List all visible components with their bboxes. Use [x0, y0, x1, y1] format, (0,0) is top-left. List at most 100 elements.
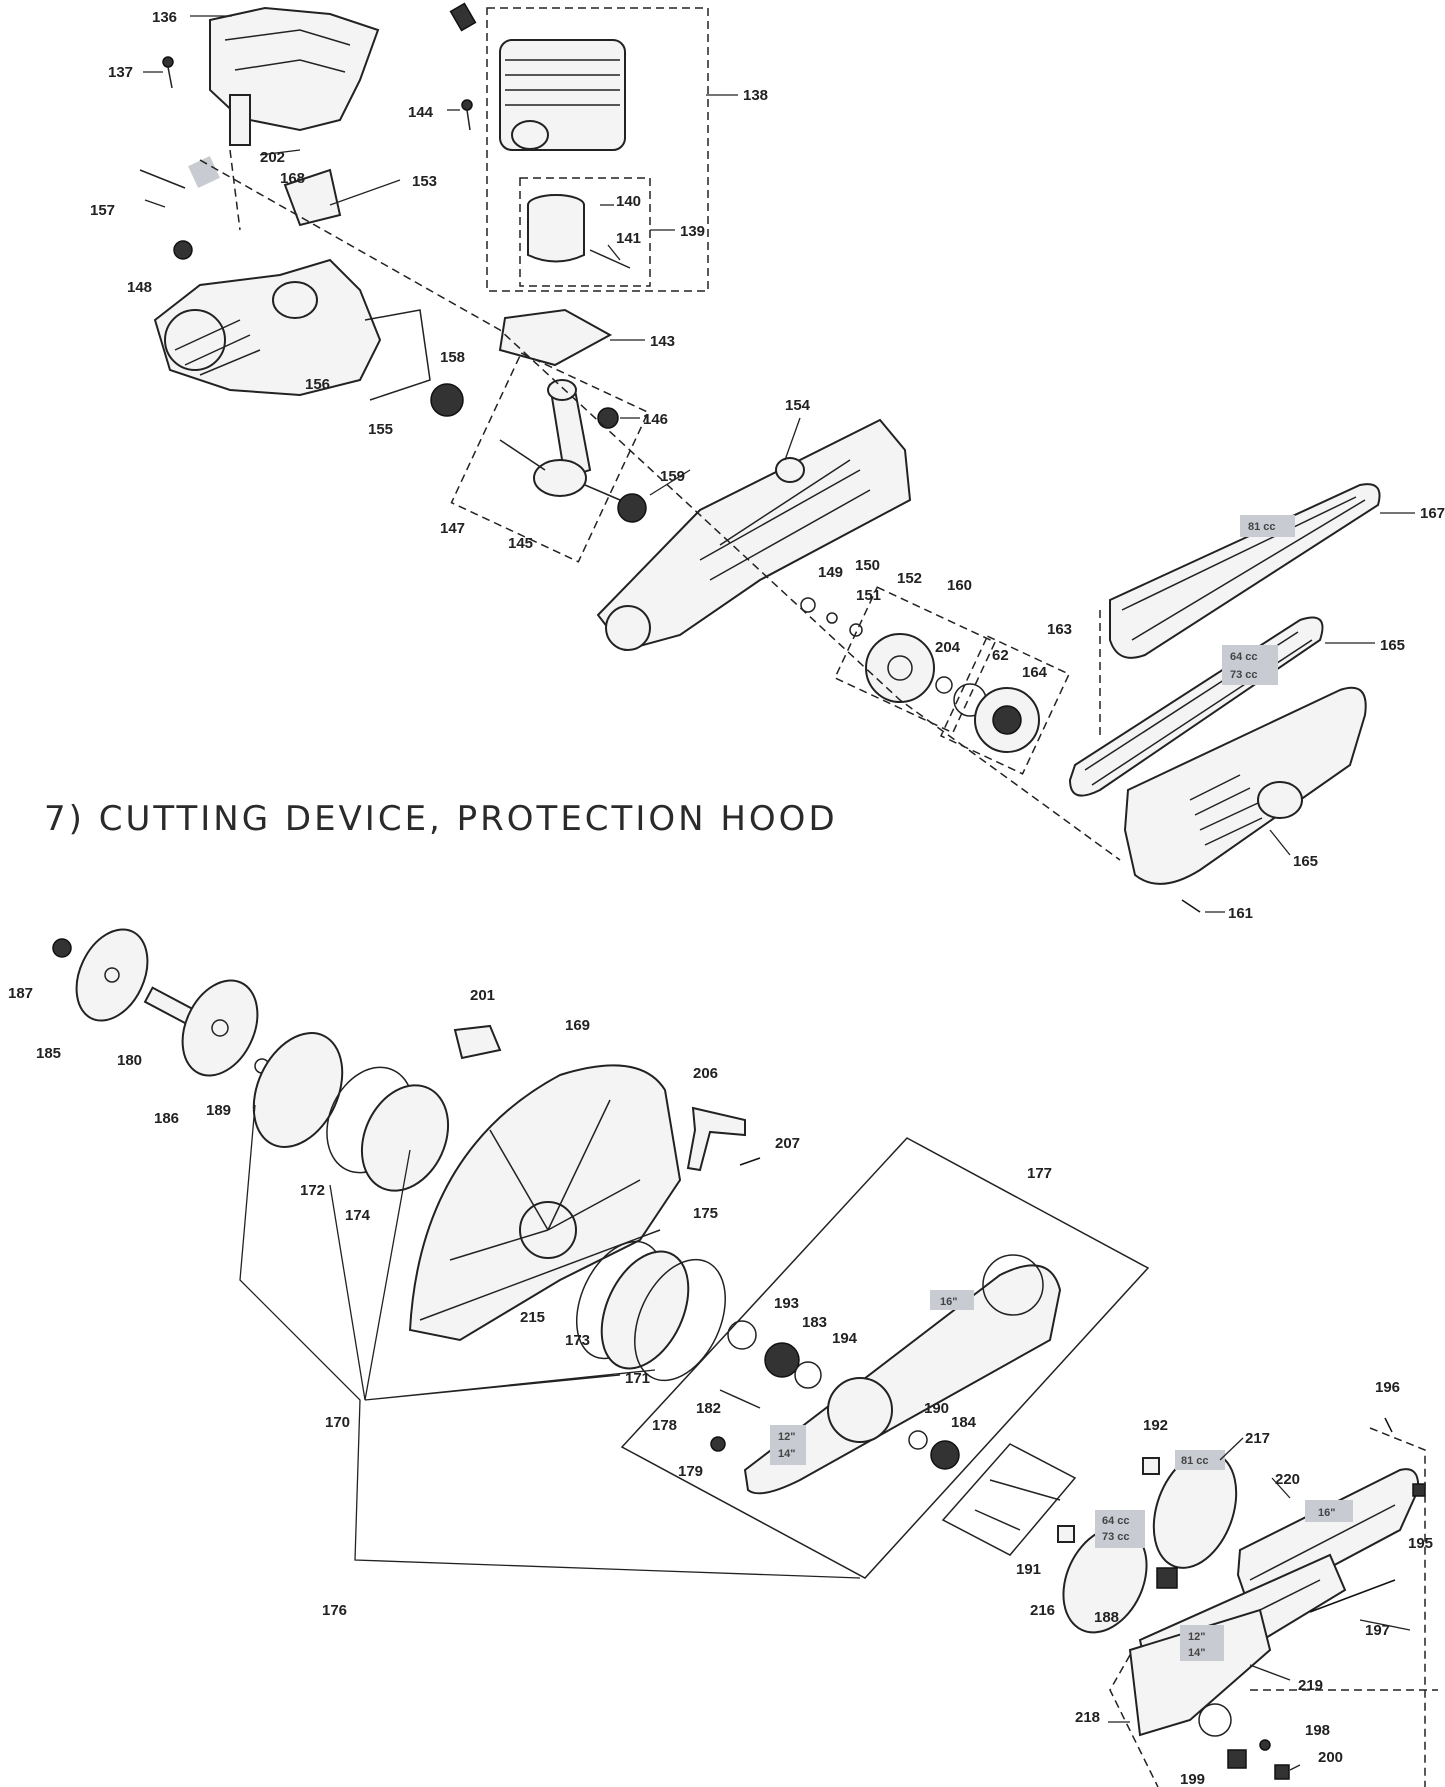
screw-161-part [1181, 899, 1201, 913]
pn-192: 192 [1143, 1417, 1168, 1434]
screw-207-part [739, 1157, 761, 1166]
pulley-81cc-tag-text: 81 cc [1181, 1455, 1209, 1467]
guard-group-box-right [1369, 1427, 1426, 1787]
rod-197-part [1309, 1579, 1396, 1613]
part-numbers-top: 136 137 138 139 140 141 143 144 145 146 … [90, 9, 1445, 922]
bearing-146-part [597, 407, 619, 429]
pn-206: 206 [693, 1065, 718, 1082]
pn-169: 169 [565, 1017, 590, 1034]
pulley-group-box [939, 635, 1071, 775]
belt-64-73cc-tag [1222, 645, 1278, 685]
pn-186: 186 [154, 1110, 179, 1127]
pn-185: 185 [36, 1045, 61, 1062]
pn-175: 175 [693, 1205, 718, 1222]
belt-81cc-tag-text: 81 cc [1248, 521, 1276, 533]
part-191 [1057, 1525, 1075, 1543]
pulley-64cc-tag-text: 64 cc [1102, 1515, 1130, 1527]
guard-12in-tag-text: 12" [1188, 1631, 1205, 1643]
guard-12-14in-tag [1180, 1625, 1224, 1661]
pn-197: 197 [1365, 1622, 1390, 1639]
arm-16in-tag [930, 1290, 974, 1310]
seal-171-part [600, 1250, 690, 1370]
pn-165: 165 [1293, 853, 1318, 870]
pn-170: 170 [325, 1414, 350, 1431]
crankshaft-part [499, 379, 621, 501]
screw-182-part [719, 1389, 761, 1409]
pn-183: 183 [802, 1314, 827, 1331]
screw-137-part [162, 56, 174, 89]
pn-144: 144 [408, 104, 434, 121]
part-195 [1412, 1483, 1426, 1497]
cylinder-group-box [486, 7, 709, 292]
pn-187: 187 [8, 985, 33, 1002]
pn-62: 62 [992, 647, 1009, 664]
cylinder-gasket-part [498, 308, 613, 367]
pn-168: 168 [280, 170, 305, 187]
plate-172-part [252, 1032, 344, 1148]
ring-173-part [634, 1258, 726, 1382]
drive-belt-167-part [1109, 483, 1381, 659]
washer-151-part [826, 612, 838, 624]
arm-assembly-box [620, 1137, 1150, 1579]
belt-81cc-tag [1240, 515, 1295, 537]
washer-204-part [935, 676, 953, 694]
washer-149-part [800, 597, 816, 613]
leader-lines-top [143, 15, 1415, 913]
pn-163: 163 [1047, 621, 1072, 638]
part-numbers-bottom: 169 170 171 172 173 174 175 176 177 178 … [8, 985, 1433, 1787]
guard-16in-tag [1305, 1500, 1353, 1522]
pn-194: 194 [832, 1330, 858, 1347]
pn-150: 150 [855, 557, 880, 574]
pn-139: 139 [680, 223, 705, 240]
pn-193: 193 [774, 1295, 799, 1312]
section-title: 7) CUTTING DEVICE, PROTECTION HOOD [44, 799, 838, 839]
pn-220: 220 [1275, 1471, 1300, 1488]
pn-198: 198 [1305, 1722, 1330, 1739]
pn-207: 207 [775, 1135, 800, 1152]
pn-196: 196 [1375, 1379, 1400, 1396]
pn-173: 173 [565, 1332, 590, 1349]
crankcase-part [153, 258, 382, 397]
ring-193-part [727, 1320, 757, 1350]
washer-190-part [908, 1430, 928, 1450]
blade-guard-169-part [408, 1064, 682, 1342]
pn-180: 180 [117, 1052, 142, 1069]
cylinder-cover-part [209, 6, 380, 146]
piston-group-box [519, 177, 651, 287]
cutting-arm-part [596, 418, 912, 652]
pn-154: 154 [785, 397, 811, 414]
part-198 [1259, 1739, 1271, 1751]
pn-190: 190 [924, 1400, 949, 1417]
pn-153: 153 [412, 173, 437, 190]
label-202-part [188, 156, 220, 188]
bolt-187-part [52, 938, 72, 958]
pn-182: 182 [696, 1400, 721, 1417]
pn-159: 159 [660, 468, 685, 485]
pulley-64-73cc-tag [1095, 1510, 1145, 1548]
part-200 [1274, 1764, 1290, 1780]
pn-199: 199 [1180, 1771, 1205, 1787]
pn-137: 137 [108, 64, 133, 81]
flange-186-part [181, 979, 259, 1077]
pn-161: 161 [1228, 905, 1253, 922]
arm-177-part [743, 1254, 1062, 1495]
top-assembly-axis [199, 159, 1121, 861]
pulley-73cc-tag-text: 73 cc [1102, 1531, 1130, 1543]
nut-179-part [710, 1436, 726, 1452]
pn-156: 156 [305, 376, 330, 393]
guard-14in-tag-text: 14" [1188, 1647, 1205, 1659]
tensioner-box [941, 1443, 1077, 1556]
guard-218-part [1128, 1608, 1272, 1737]
bearing-184-part [930, 1440, 960, 1470]
pn-143: 143 [650, 333, 675, 350]
pn-218: 218 [1075, 1709, 1100, 1726]
pn-151: 151 [856, 587, 881, 604]
pn-145: 145 [508, 535, 533, 552]
ring-170-part [360, 1084, 450, 1192]
leader-lines-bottom [1108, 1437, 1411, 1771]
handle-206-part [686, 1106, 746, 1172]
bracket-168-part [283, 168, 342, 227]
pn-155: 155 [368, 421, 393, 438]
